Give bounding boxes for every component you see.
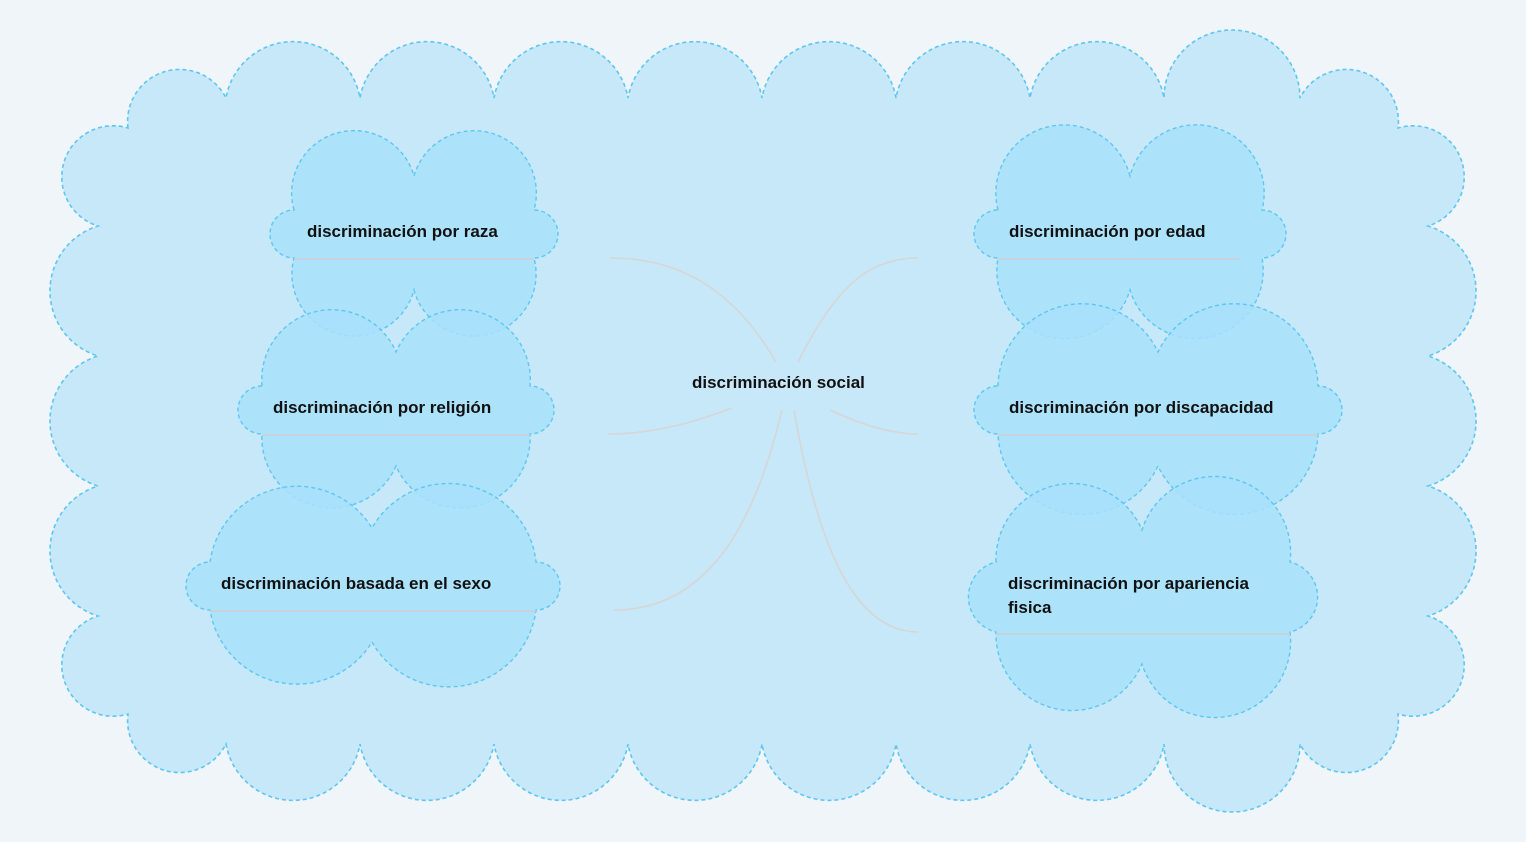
connector-sexo	[613, 409, 783, 611]
connector-edad	[797, 257, 919, 363]
node-cloud-raza[interactable]	[269, 129, 559, 337]
node-label-edad[interactable]: discriminación por edad	[1009, 222, 1206, 241]
node-cloud-apariencia[interactable]	[967, 475, 1319, 719]
central-topic[interactable]: discriminación social	[692, 373, 865, 392]
node-label-discapacidad[interactable]: discriminación por discapacidad	[1009, 398, 1274, 417]
connector-religion	[607, 407, 733, 435]
node-label-religion[interactable]: discriminación por religión	[273, 398, 492, 417]
connector-raza	[609, 257, 777, 363]
connector-discapacidad	[829, 409, 919, 435]
node-cloud-edad[interactable]	[973, 124, 1287, 340]
node-label-sexo[interactable]: discriminación basada en el sexo	[221, 574, 492, 593]
connector-apariencia	[793, 409, 919, 633]
node-cloud-discapacidad[interactable]	[973, 303, 1343, 516]
node-cloud-sexo[interactable]	[185, 482, 561, 688]
node-label-raza[interactable]: discriminación por raza	[307, 222, 498, 241]
node-label-apariencia[interactable]: discriminación por apariencia fisica	[1008, 574, 1249, 617]
node-cloud-religion[interactable]	[237, 309, 555, 509]
connectors	[607, 257, 919, 633]
